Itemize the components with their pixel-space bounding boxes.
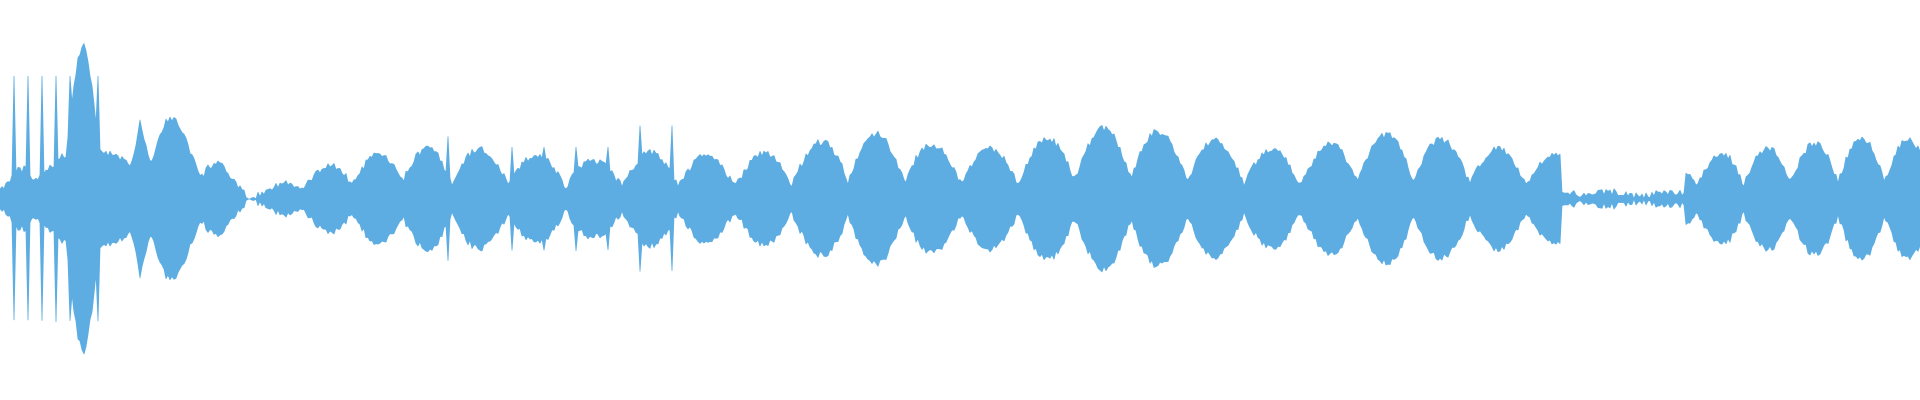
waveform-shape — [0, 43, 1920, 355]
